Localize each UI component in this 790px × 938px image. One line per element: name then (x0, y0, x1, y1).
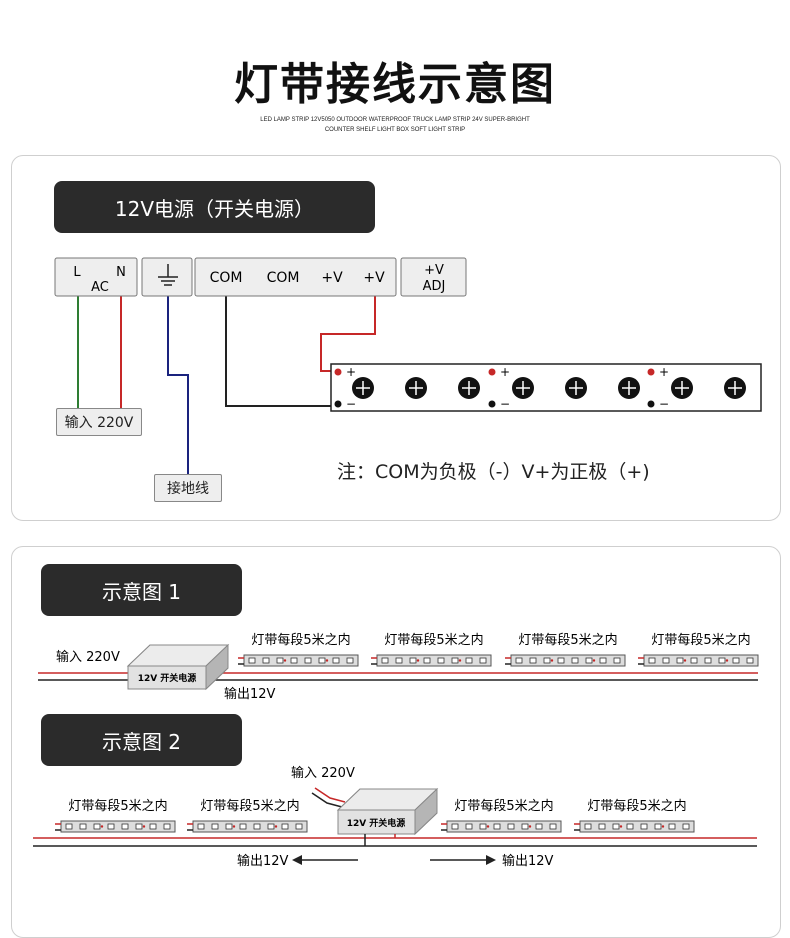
input-220v-label: 输入 220V (56, 408, 142, 436)
d1-strips: 灯带每段5米之内 灯带每段5米之内 灯带每段5米之内 灯带每段5米之内 (238, 632, 759, 667)
svg-text:12V 开关电源: 12V 开关电源 (138, 672, 197, 684)
d1-segment-label-3: 灯带每段5米之内 (518, 632, 617, 648)
ground-wire-label: 接地线 (154, 474, 222, 502)
d1-strip-4: 灯带每段5米之内 (638, 632, 759, 667)
d1-segment-label-2: 灯带每段5米之内 (384, 632, 483, 648)
page-title: 灯带接线示意图 (234, 59, 556, 110)
diagram-1-label: 示意图 1 (41, 564, 242, 616)
wiring-diagram: L N AC COM COM +V +V +V ADJ + − + − + − (54, 257, 762, 474)
pad-negative-1 (334, 400, 342, 408)
d2-segment-label-4: 灯带每段5米之内 (587, 798, 686, 814)
schematic-diagrams: 输入 220V 12V 开关电源 输出12V 灯带每段5米之内灯带每段5米之内灯… (33, 632, 759, 869)
d2-strip-1: 灯带每段5米之内 (55, 798, 176, 833)
d2-segment-label-3: 灯带每段5米之内 (454, 798, 553, 814)
d2-input-label: 输入 220V (291, 765, 355, 781)
terminal-com-2: COM (267, 270, 300, 286)
psu-section-label: 12V电源（开关电源） (54, 181, 375, 233)
pad-negative-3 (647, 400, 655, 408)
pad-plus-label-2: + (500, 365, 510, 379)
d2-segment-label-2: 灯带每段5米之内 (200, 798, 299, 814)
adj-bottom-label: ADJ (423, 279, 446, 294)
negative-wire (225, 296, 338, 407)
ac-terminal (54, 257, 138, 297)
arrow-right-icon (430, 855, 496, 865)
terminal-n: N (116, 265, 126, 280)
terminal-com-1: COM (210, 270, 243, 286)
d2-segment-label-1: 灯带每段5米之内 (68, 798, 167, 814)
d2-input-wire-live (314, 787, 346, 803)
d2-strip-3: 灯带每段5米之内 (441, 798, 562, 833)
pad-plus-label-1: + (346, 365, 356, 379)
pad-minus-label-2: − (500, 397, 510, 411)
d2-output-right-label: 输出12V (502, 853, 554, 869)
d1-output-label: 输出12V (224, 686, 276, 702)
d1-input-label: 输入 220V (56, 649, 120, 665)
terminal-ac: AC (91, 280, 109, 295)
d1-segment-label-4: 灯带每段5米之内 (651, 632, 750, 648)
adj-top-label: +V (424, 263, 444, 278)
d2-strip-4: 灯带每段5米之内 (574, 798, 695, 833)
adj-terminal (400, 257, 467, 297)
d1-strip-3: 灯带每段5米之内 (505, 632, 626, 667)
terminal-l: L (73, 265, 81, 280)
pad-plus-label-3: + (659, 365, 669, 379)
d1-strip-1: 灯带每段5米之内 (238, 632, 359, 667)
d1-psu: 12V 开关电源 (126, 643, 230, 691)
svg-text:12V 开关电源: 12V 开关电源 (347, 817, 406, 829)
pad-positive-2 (488, 368, 496, 376)
d1-strip-2: 灯带每段5米之内 (371, 632, 492, 667)
positive-wire (320, 296, 376, 372)
d2-psu: 12V 开关电源 (336, 787, 439, 836)
terminal-v-2: +V (363, 270, 385, 286)
strip-pads: + − + − + − (334, 365, 669, 411)
d2-input-wire-neutral (311, 792, 343, 808)
pad-positive-1 (334, 368, 342, 376)
pad-minus-label-3: − (659, 397, 669, 411)
ground-icon (158, 264, 178, 286)
pad-minus-label-1: − (346, 397, 356, 411)
subtitle-line-1: LED LAMP STRIP 12V5050 OUTDOOR WATERPROO… (260, 117, 530, 123)
polarity-note: 注：COM为负极（-）V+为正极（+) (337, 461, 650, 483)
output-terminal (194, 257, 397, 297)
led-chips (352, 377, 746, 399)
d2-strip-2: 灯带每段5米之内 (187, 798, 308, 833)
d2-output-left-label: 输出12V (237, 853, 289, 869)
d1-segment-label-1: 灯带每段5米之内 (251, 632, 350, 648)
terminal-v-1: +V (321, 270, 343, 286)
ground-wire (167, 296, 189, 474)
pad-negative-2 (488, 400, 496, 408)
pad-positive-3 (647, 368, 655, 376)
subtitle-line-2: COUNTER SHELF LIGHT BOX SOFT LIGHT STRIP (324, 127, 466, 133)
diagram-2-label: 示意图 2 (41, 714, 242, 766)
d2-strips: 灯带每段5米之内 灯带每段5米之内 灯带每段5米之内 灯带每段5米之内 (55, 798, 695, 833)
arrow-left-icon (292, 855, 358, 865)
